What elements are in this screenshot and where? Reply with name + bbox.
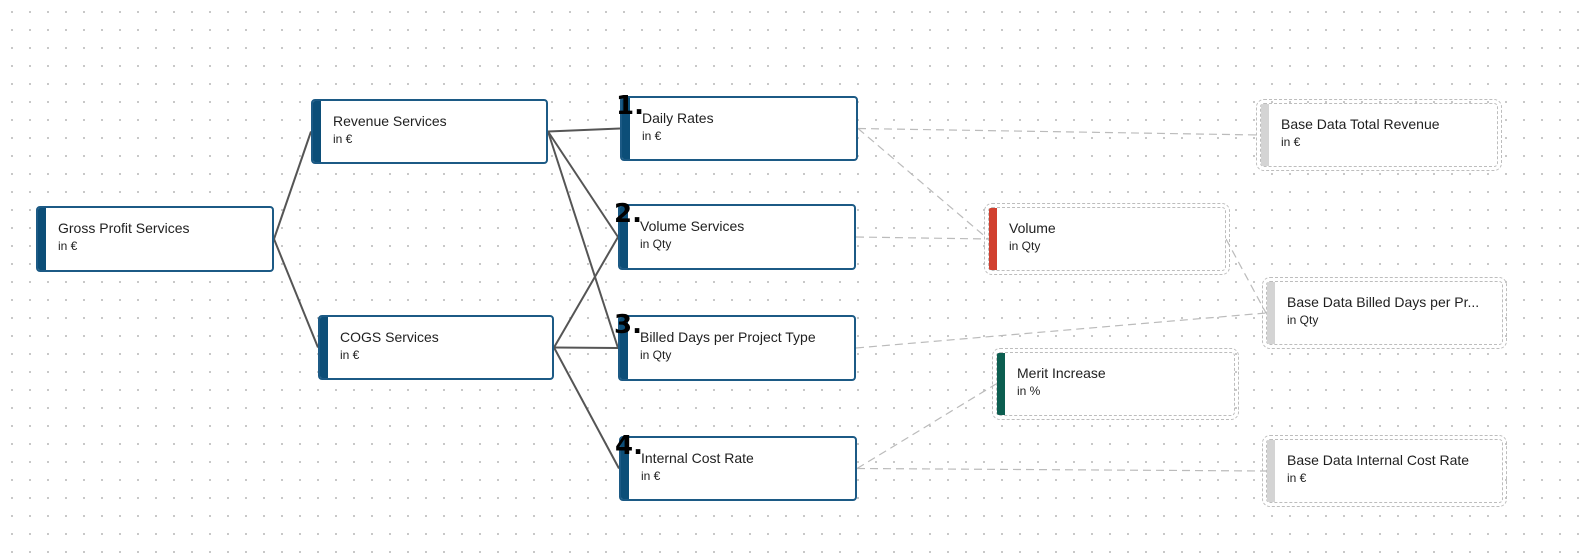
edge-cogs_services-to-volume_services: [553, 236, 619, 349]
node-unit: in %: [1017, 384, 1041, 398]
node-title: Daily Rates: [642, 110, 714, 126]
edge-cogs_services-to-internal_cost_rate: [553, 347, 620, 469]
color-bar: [38, 208, 46, 270]
node-volume[interactable]: Volume in Qty: [984, 203, 1230, 275]
node-unit: in €: [1287, 471, 1307, 485]
node-title: COGS Services: [340, 329, 439, 345]
node-unit: in €: [333, 132, 353, 146]
node-unit: in €: [641, 469, 661, 483]
node-unit: in €: [340, 348, 360, 362]
node-cogs-services[interactable]: COGS Services in €: [318, 315, 554, 380]
node-base-data-internal-cost-rate[interactable]: Base Data Internal Cost Rate in €: [1262, 435, 1507, 507]
node-title: Revenue Services: [333, 113, 447, 129]
step-badge-1: 1.: [616, 91, 644, 121]
color-bar: [1261, 104, 1269, 166]
edge-cogs_services-to-billed_days: [553, 346, 619, 349]
color-bar: [313, 101, 321, 162]
edge-gross_profit-to-revenue_services: [273, 131, 312, 240]
edge-volume-to-base_billed_days: [1225, 238, 1267, 314]
edge-billed_days-to-base_billed_days: [855, 312, 1267, 349]
node-title: Gross Profit Services: [58, 220, 190, 236]
step-badge-2: 2.: [614, 199, 642, 229]
step-badge-4: 4.: [615, 431, 643, 461]
node-gross-profit-services[interactable]: Gross Profit Services in €: [36, 206, 274, 272]
color-bar: [622, 98, 630, 159]
node-title: Base Data Total Revenue: [1281, 116, 1440, 132]
edge-revenue_services-to-billed_days: [547, 131, 619, 349]
node-unit: in €: [58, 239, 78, 253]
node-unit: in Qty: [640, 348, 672, 362]
node-unit: in €: [1281, 135, 1301, 149]
node-title: Base Data Billed Days per Pr...: [1287, 294, 1480, 310]
color-bar: [997, 353, 1005, 415]
color-bar: [320, 317, 328, 378]
edge-daily_rates-to-base_total_revenue: [857, 127, 1261, 136]
color-bar: [621, 438, 629, 499]
node-title: Internal Cost Rate: [641, 450, 754, 466]
edge-internal_cost_rate-to-merit_increase: [856, 383, 997, 470]
node-base-data-total-revenue[interactable]: Base Data Total Revenue in €: [1256, 99, 1502, 171]
node-internal-cost-rate[interactable]: Internal Cost Rate in €: [619, 436, 857, 501]
node-billed-days-per-project-type[interactable]: Billed Days per Project Type in Qty: [618, 315, 856, 381]
color-bar: [1267, 440, 1275, 502]
node-title: Volume: [1009, 220, 1056, 236]
node-base-data-billed-days[interactable]: Base Data Billed Days per Pr... in Qty: [1262, 277, 1507, 349]
edge-internal_cost_rate-to-base_internal_cost: [856, 467, 1267, 472]
node-title: Billed Days per Project Type: [640, 329, 816, 345]
edge-daily_rates-to-volume: [857, 128, 989, 240]
node-revenue-services[interactable]: Revenue Services in €: [311, 99, 548, 164]
node-merit-increase[interactable]: Merit Increase in %: [992, 348, 1239, 420]
color-bar: [989, 208, 997, 270]
step-badge-3: 3.: [614, 310, 642, 340]
node-title: Merit Increase: [1017, 365, 1106, 381]
edge-revenue_services-to-daily_rates: [547, 127, 621, 133]
color-bar: [620, 317, 628, 379]
node-unit: in Qty: [1287, 313, 1319, 327]
color-bar: [620, 206, 628, 268]
node-volume-services[interactable]: Volume Services in Qty: [618, 204, 856, 270]
node-unit: in Qty: [1009, 239, 1041, 253]
node-daily-rates[interactable]: Daily Rates in €: [620, 96, 858, 161]
node-title: Base Data Internal Cost Rate: [1287, 452, 1470, 468]
node-unit: in Qty: [640, 237, 672, 251]
edge-volume_services-to-volume: [855, 236, 989, 240]
node-title: Volume Services: [640, 218, 745, 234]
node-unit: in €: [642, 129, 662, 143]
edge-gross_profit-to-cogs_services: [273, 238, 319, 348]
color-bar: [1267, 282, 1275, 344]
edge-revenue_services-to-volume_services: [547, 130, 619, 238]
